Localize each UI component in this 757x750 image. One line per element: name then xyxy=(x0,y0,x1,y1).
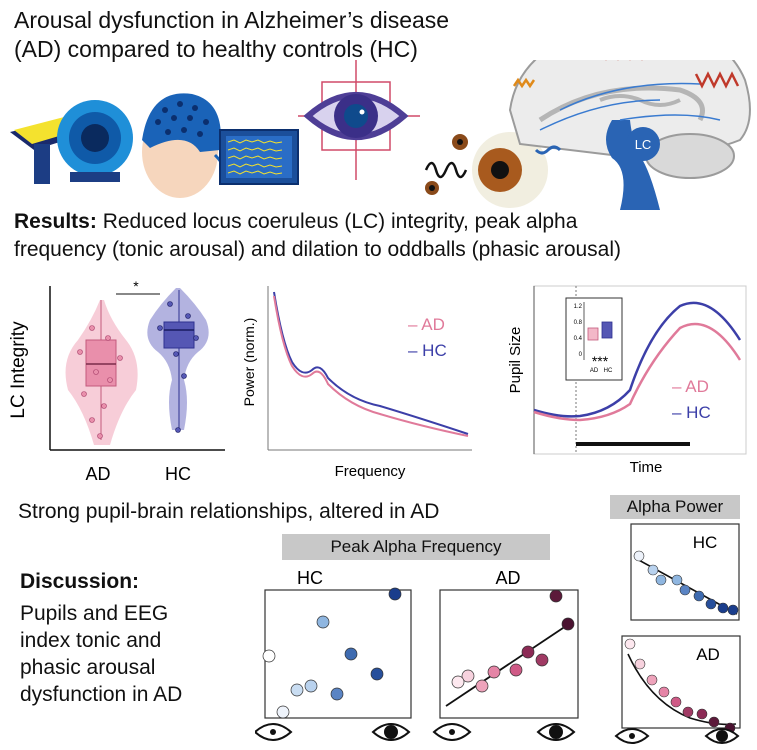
results-line2: frequency (tonic arousal) and dilation t… xyxy=(14,238,622,261)
title-line1: Arousal dysfunction in Alzheimer’s disea… xyxy=(14,7,450,33)
peak-alpha-header: Peak Alpha Frequency xyxy=(282,534,550,560)
pupil-large-eye-icon xyxy=(704,728,740,744)
power-ylabel: Power (norm.) xyxy=(241,318,257,407)
inset-group-hc: HC xyxy=(604,368,613,374)
inset-tick-2: 0.4 xyxy=(574,336,583,342)
discussion-line: dysfunction in AD xyxy=(20,683,183,706)
peak-alpha-ad-label: AD xyxy=(495,568,520,588)
results-line1: Reduced locus coeruleus (LC) integrity, … xyxy=(96,210,578,233)
discussion-line: index tonic and xyxy=(20,629,162,652)
results-text: Results: Reduced locus coeruleus (LC) in… xyxy=(14,208,754,264)
results-heading: Results: xyxy=(14,210,97,233)
lc-group-hc: HC xyxy=(165,464,191,484)
pupil-small-eye-icon xyxy=(432,723,472,741)
brain-lc-icon: LC xyxy=(508,60,751,210)
inset-tick-0: 1.2 xyxy=(574,304,583,310)
peak-alpha-hc-plot: HC xyxy=(255,568,412,741)
inset-significance: *** xyxy=(592,353,609,369)
pupil-size-plot: Pupil Size Time – AD – HC 1.2 0.8 0.4 0 … xyxy=(507,285,747,476)
eeg-cap-icon xyxy=(142,93,227,198)
eye-tracker-icon xyxy=(298,60,420,180)
power-spectrum-plot: Power (norm.) Frequency – AD – HC xyxy=(241,286,472,480)
power-legend-ad: – AD xyxy=(408,315,445,334)
pupil-dilation-icon xyxy=(424,132,548,208)
pupil-legend-hc: – HC xyxy=(672,403,711,422)
discussion-line: Pupils and EEG xyxy=(20,602,169,625)
mri-scanner-icon xyxy=(10,100,133,184)
pupil-inset: 1.2 0.8 0.4 0 AD HC *** xyxy=(565,297,623,381)
strong-relationship-text: Strong pupil-brain relationships, altere… xyxy=(18,500,440,523)
discussion-heading: Discussion: xyxy=(20,570,140,593)
pupil-large-eye-icon xyxy=(536,723,576,741)
title-line2: (AD) compared to healthy controls (HC) xyxy=(14,36,418,62)
pupil-small-eye-icon xyxy=(614,728,650,744)
title: Arousal dysfunction in Alzheimer’s disea… xyxy=(14,6,449,64)
pupil-large-eye-icon xyxy=(371,723,411,741)
pupil-xlabel: Time xyxy=(630,459,663,476)
pupil-small-eye-icon xyxy=(255,723,293,741)
alpha-power-hc-label: HC xyxy=(693,533,718,552)
lc-ylabel: LC Integrity xyxy=(8,321,29,419)
methods-illustration: LC xyxy=(10,60,751,210)
inset-tick-3: 0 xyxy=(579,352,583,358)
power-legend-hc: – HC xyxy=(408,341,447,360)
pupil-ylabel: Pupil Size xyxy=(507,327,524,394)
lc-group-ad: AD xyxy=(85,464,110,484)
alpha-power-ad-plot: AD xyxy=(614,635,741,744)
alpha-power-ad-label: AD xyxy=(696,645,720,664)
alpha-power-hc-plot: HC xyxy=(630,523,740,621)
lc-integrity-plot: LC Integrity * AD HC xyxy=(8,280,225,484)
inset-tick-1: 0.8 xyxy=(574,320,583,326)
alpha-power-header: Alpha Power xyxy=(610,495,740,519)
discussion-body: Pupils and EEG index tonic and phasic ar… xyxy=(20,600,182,708)
lc-label: LC xyxy=(635,137,652,152)
eeg-monitor-icon xyxy=(219,129,299,185)
peak-alpha-hc-label: HC xyxy=(297,568,323,588)
inset-group-ad: AD xyxy=(590,368,599,374)
pupil-legend-ad: – AD xyxy=(672,377,709,396)
discussion-line: phasic arousal xyxy=(20,656,156,679)
lc-significance: * xyxy=(133,280,139,294)
peak-alpha-ad-plot: AD xyxy=(432,568,579,741)
power-xlabel: Frequency xyxy=(335,463,406,480)
